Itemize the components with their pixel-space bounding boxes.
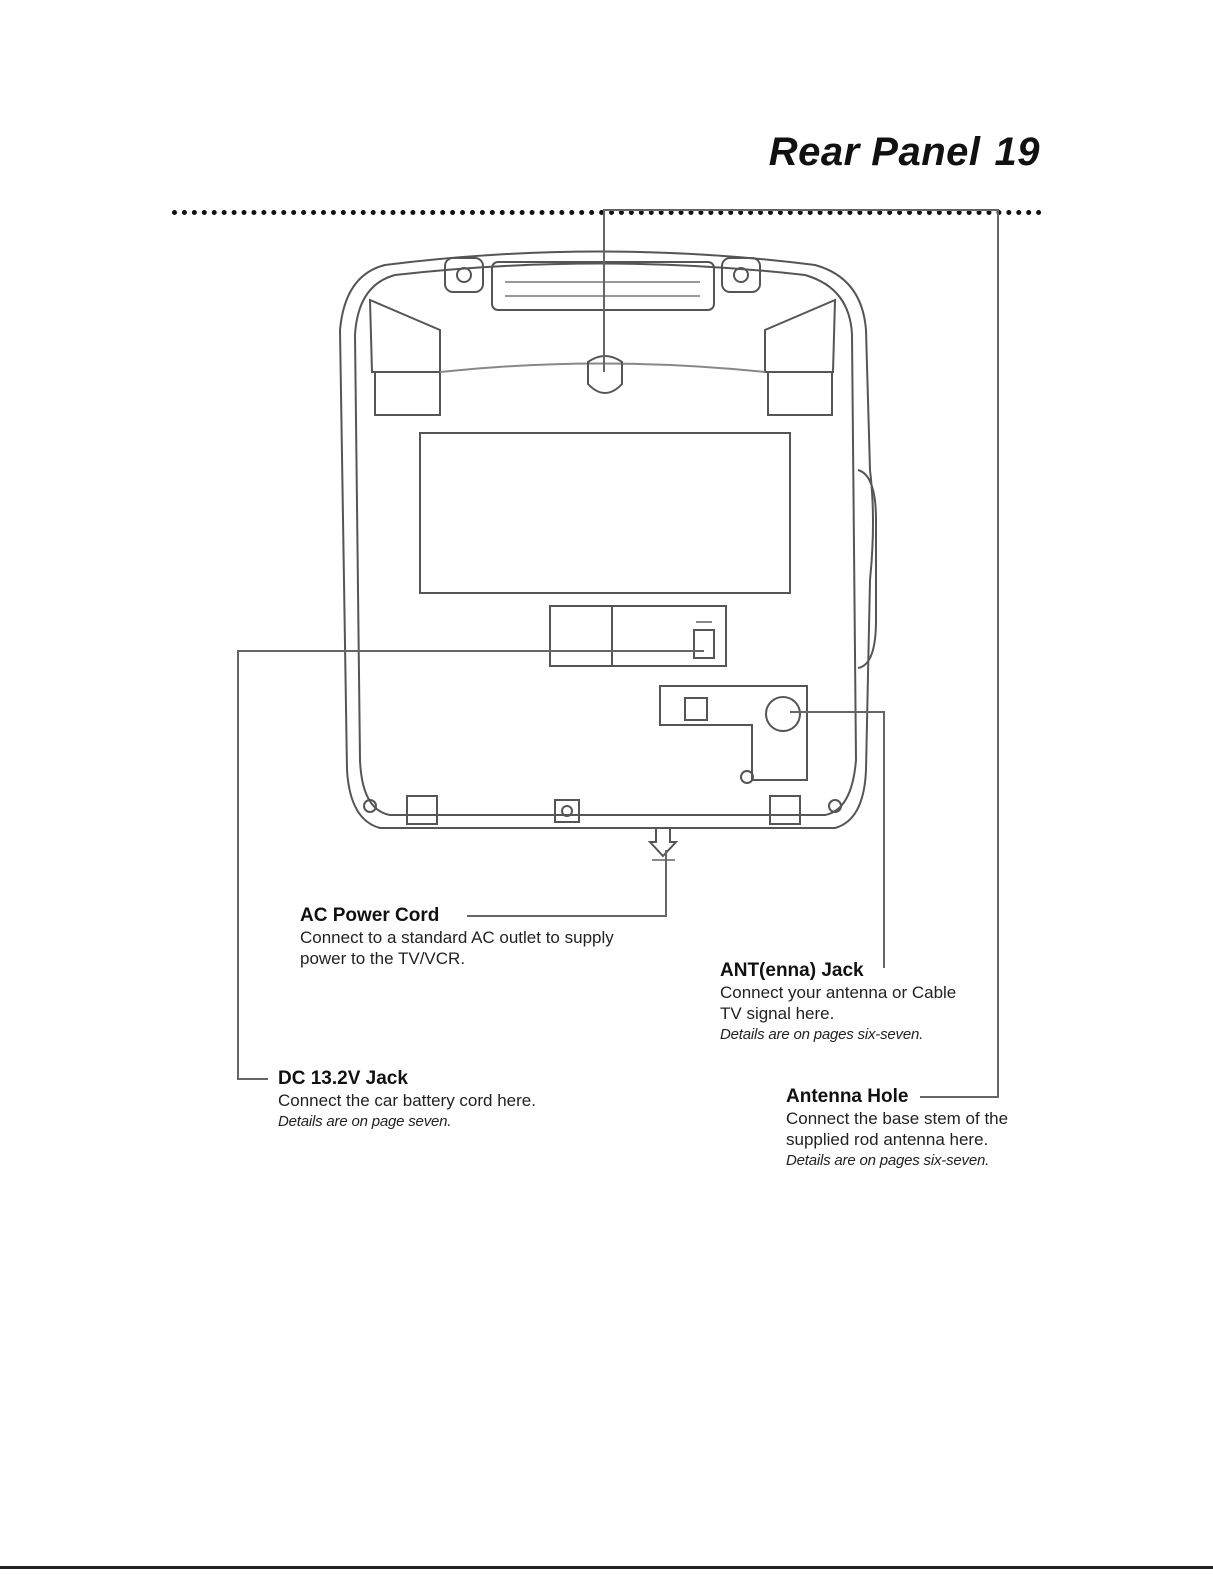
ant-jack-note: Details are on pages six-seven. (720, 1026, 924, 1043)
tv-housing-outline (338, 250, 874, 829)
tv-housing-inner (353, 262, 858, 816)
dc-jack-heading: DC 13.2V Jack (278, 1068, 408, 1089)
antenna-hole-body: Connect the base stem of the supplied ro… (786, 1109, 1009, 1149)
antenna-hole (587, 355, 623, 394)
leader-ant-jack (790, 711, 885, 968)
callout-antenna-hole: Antenna Hole Connect the base stem of th… (786, 1086, 1036, 1171)
screw-top-right (733, 267, 749, 283)
screw-bottom-right (828, 799, 842, 813)
dc-13v-jack (693, 629, 715, 659)
dc-jack-note: Details are on page seven. (278, 1113, 452, 1130)
bottom-page-rule (0, 1566, 1213, 1569)
ant-jack-heading: ANT(enna) Jack (720, 960, 864, 981)
dc-jack-panel (549, 605, 727, 667)
leader-ac-power-cord (467, 850, 667, 917)
ant-jack-body: Connect your antenna or Cable TV signal … (720, 983, 957, 1023)
page-number: 19 (994, 130, 1040, 174)
antenna-hole-heading: Antenna Hole (786, 1086, 909, 1107)
leader-antenna-hole (603, 209, 999, 1098)
leader-dc-jack (237, 650, 704, 1080)
screw-top-left (456, 267, 472, 283)
callout-ac-power-cord: AC Power Cord Connect to a standard AC o… (300, 905, 630, 969)
antenna-hole-note: Details are on pages six-seven. (786, 1152, 990, 1169)
side-grip (857, 469, 877, 669)
callout-ant-jack: ANT(enna) Jack Connect your antenna or C… (720, 960, 960, 1045)
screw-bottom-center (561, 805, 573, 817)
ac-power-cord-heading: AC Power Cord (300, 905, 440, 926)
label-plate (419, 432, 791, 594)
ant-jack (765, 696, 801, 732)
dc-jack-body: Connect the car battery cord here. (278, 1091, 536, 1110)
ant-jack-panel (659, 685, 808, 781)
ac-power-cord-body: Connect to a standard AC outlet to suppl… (300, 928, 614, 968)
page-title-text: Rear Panel (768, 130, 981, 174)
page-title: Rear Panel 19 (740, 132, 1040, 172)
ac-power-cord (647, 828, 679, 858)
title-dotted-rule (172, 210, 1042, 215)
screw-bottom-left (363, 799, 377, 813)
callout-dc-jack: DC 13.2V Jack Connect the car battery co… (278, 1068, 598, 1132)
